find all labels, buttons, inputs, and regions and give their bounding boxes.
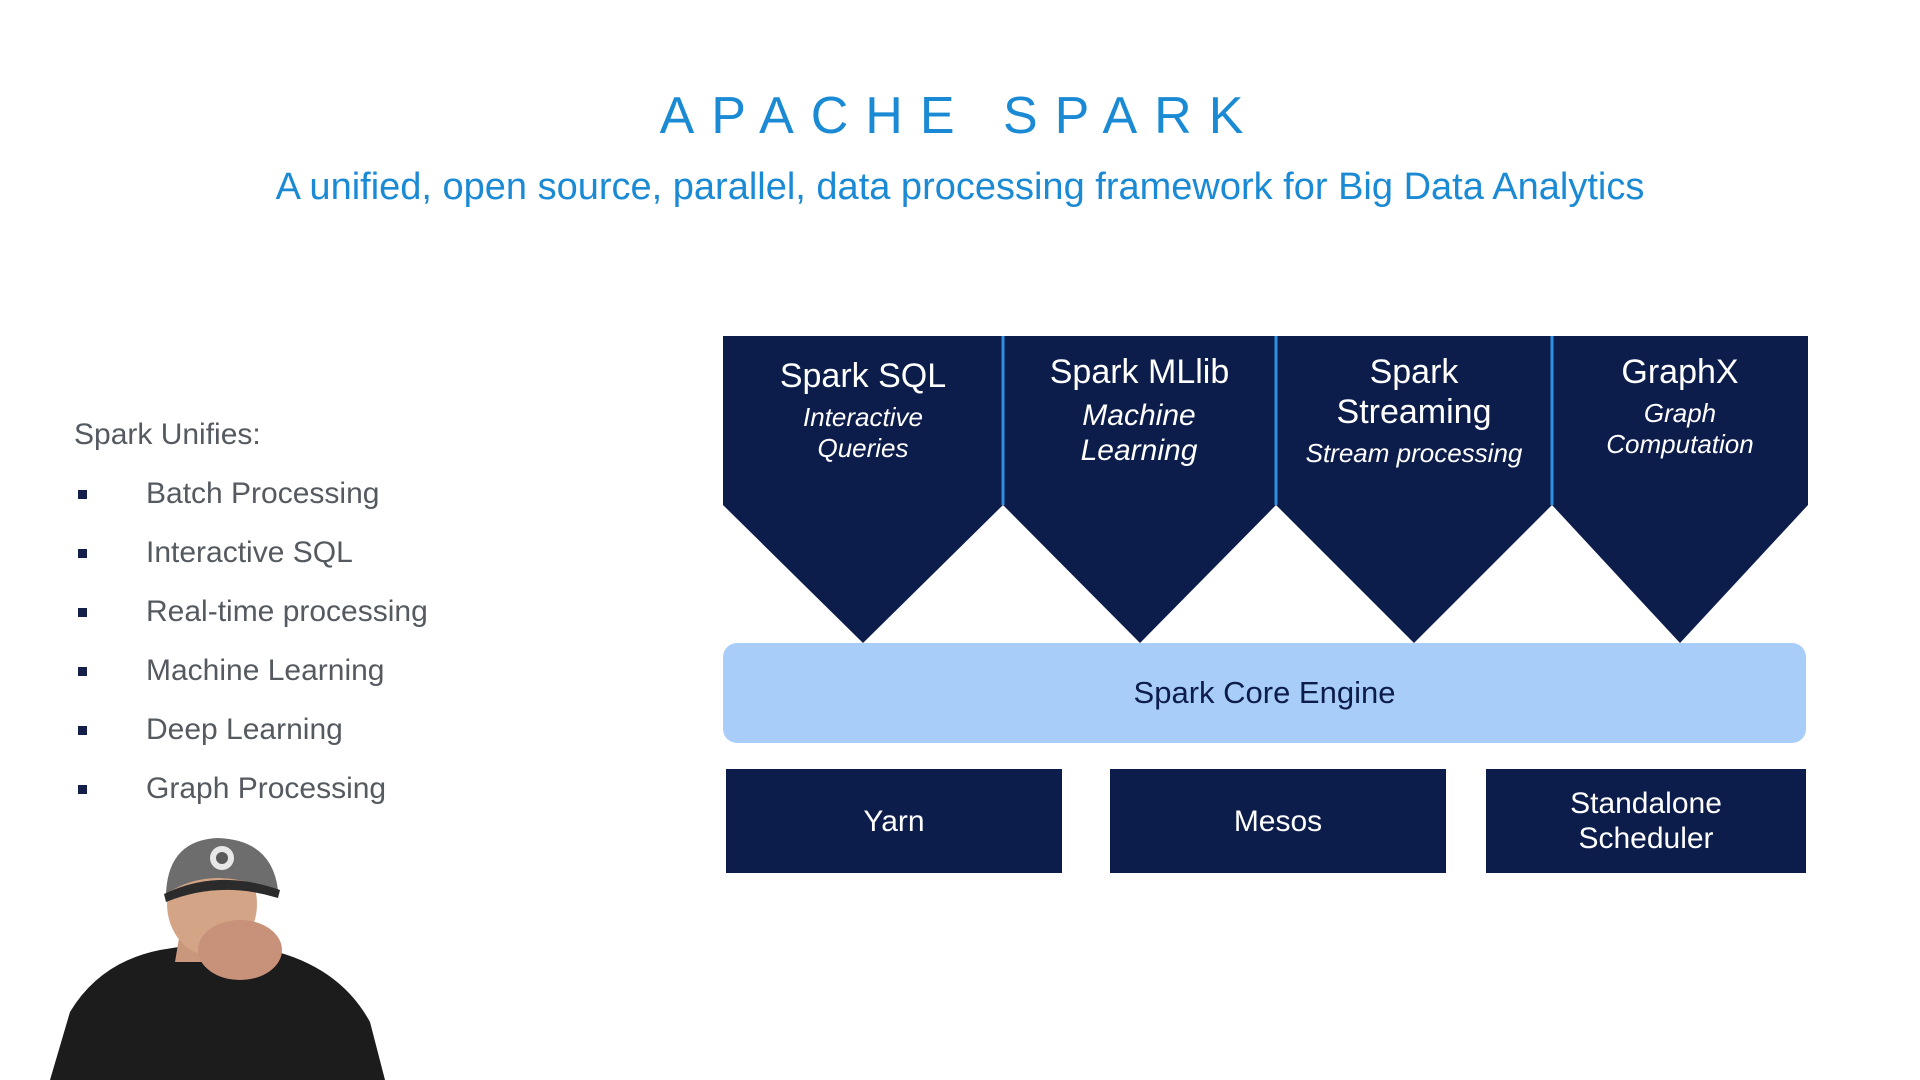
core-engine-box: Spark Core Engine [723,643,1806,743]
slide-title: APACHE SPARK [659,87,1261,145]
list-item-label: Machine Learning [146,654,385,687]
library-shape-graphx [1552,336,1808,643]
slide-subtitle: A unified, open source, parallel, data p… [275,166,1645,208]
library-name: Spark Streaming [1336,353,1492,431]
unifies-list: Batch Processing Interactive SQL Real-ti… [74,472,428,826]
list-item: Machine Learning [74,649,428,708]
library-spark-sql: Spark SQL Interactive Queries [723,356,1003,464]
list-item: Graph Processing [74,767,428,826]
list-item: Real-time processing [74,590,428,649]
library-name: GraphX [1621,353,1739,391]
library-name: Spark MLlib [1049,353,1230,391]
list-item-label: Interactive SQL [146,536,353,569]
library-description: Machine Learning [1080,399,1198,467]
cluster-manager-yarn: Yarn [726,769,1062,873]
bullet-icon [78,608,87,617]
list-item-label: Real-time processing [146,595,428,628]
bullet-icon [78,490,87,499]
bullet-icon [78,667,87,676]
library-graphx: GraphX Graph Computation [1552,352,1808,460]
cluster-manager-label: Yarn [863,804,925,838]
library-spark-mllib: Spark MLlib Machine Learning [1003,352,1276,468]
list-item: Interactive SQL [74,531,428,590]
cap-logo-inner [216,852,228,864]
presenter-video [40,832,400,1080]
list-item-label: Graph Processing [146,772,387,805]
bullet-icon [78,549,87,558]
library-shape-spark-mllib [1003,336,1276,643]
unifies-heading: Spark Unifies: [74,418,261,451]
list-item: Deep Learning [74,708,428,767]
library-shape-spark-streaming [1276,336,1552,643]
list-item-label: Deep Learning [146,713,343,746]
core-engine-label: Spark Core Engine [1133,675,1396,710]
cluster-manager-mesos: Mesos [1110,769,1446,873]
library-description: Stream processing [1305,438,1523,468]
cluster-manager-label: Mesos [1233,804,1323,838]
bullet-icon [78,785,87,794]
presenter-hand [198,920,282,980]
library-shape-spark-sql [723,336,1003,643]
list-item-label: Batch Processing [146,477,380,510]
list-item: Batch Processing [74,472,428,531]
library-description: Interactive Queries [803,402,923,463]
cluster-manager-label: Standalone Scheduler [1570,787,1722,855]
presenter-shirt [50,942,385,1080]
library-name: Spark SQL [779,357,947,395]
bullet-icon [78,726,87,735]
presenter-cap-brim [164,879,280,902]
library-description: Graph Computation [1606,398,1754,459]
library-spark-streaming: Spark Streaming Stream processing [1276,352,1552,469]
cluster-manager-standalone: Standalone Scheduler [1486,769,1806,873]
